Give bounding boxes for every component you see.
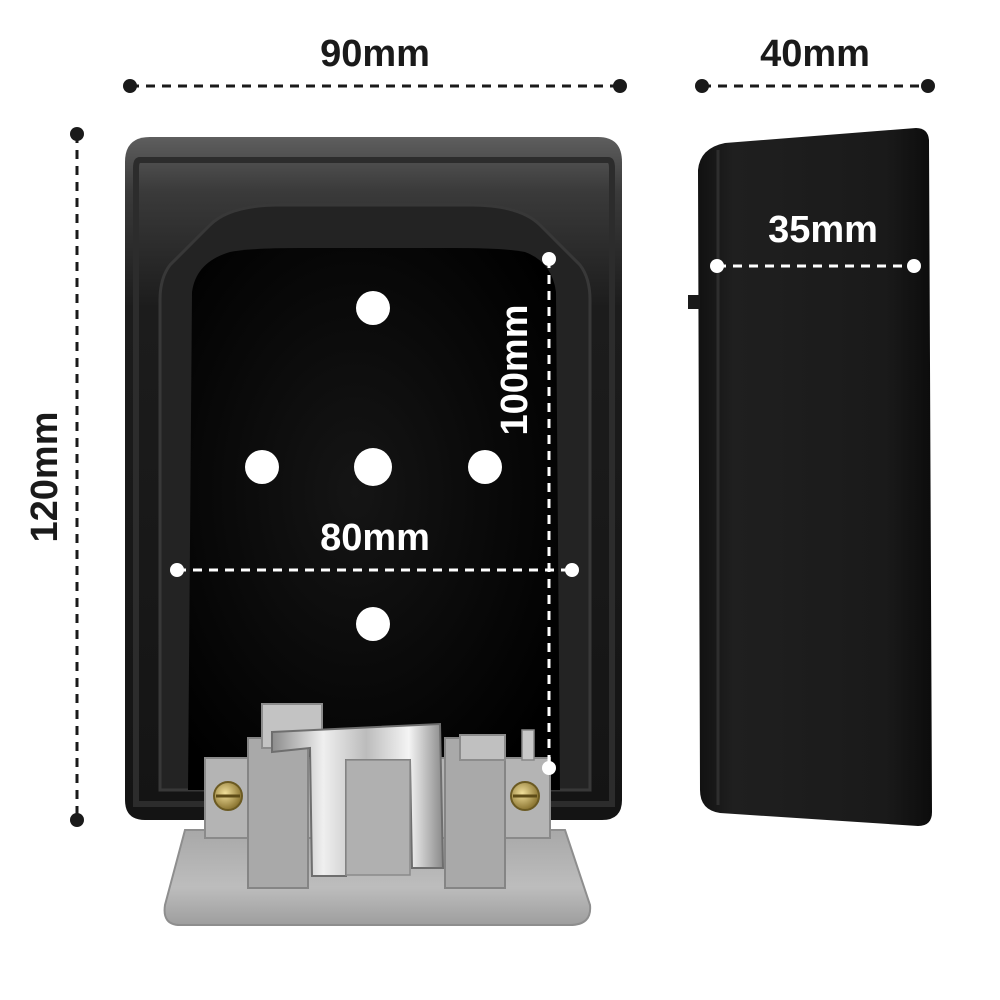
lock-center-post [345, 759, 411, 876]
dimension-endpoint [542, 252, 556, 266]
mounting-hole-right [468, 450, 502, 484]
mounting-hole-top [356, 291, 390, 325]
dimension-35mm: 35mm [710, 209, 921, 273]
dimension-80mm: 80mm [170, 517, 579, 577]
left-screw [213, 781, 243, 811]
dimension-100mm: 100mm [494, 252, 556, 775]
front-view-lock-box [125, 137, 622, 926]
dimension-120mm: 120mm [24, 127, 84, 827]
lock-mechanism [163, 703, 592, 926]
side-shell [698, 128, 932, 826]
dimension-endpoint [613, 79, 627, 93]
dimension-label-120mm: 120mm [24, 412, 66, 543]
right-screw [510, 781, 540, 811]
mounting-hole-bottom [356, 607, 390, 641]
lock-latch-pin [521, 729, 535, 761]
dimension-endpoint [70, 127, 84, 141]
dimension-endpoint [70, 813, 84, 827]
dimension-endpoint [695, 79, 709, 93]
dimension-endpoint [710, 259, 724, 273]
side-hinge-tab [688, 295, 700, 309]
dimension-40mm: 40mm [695, 33, 935, 93]
dimension-label-100mm: 100mm [494, 305, 536, 436]
lock-right-tab [459, 734, 506, 761]
dimension-label-35mm: 35mm [768, 209, 878, 251]
mounting-hole-center [354, 448, 392, 486]
lock-left-housing [247, 737, 309, 889]
dimension-label-80mm: 80mm [320, 517, 430, 559]
dimension-label-90mm: 90mm [320, 33, 430, 75]
dimension-endpoint [542, 761, 556, 775]
dimension-endpoint [921, 79, 935, 93]
front-interior-cavity [188, 248, 560, 790]
dimension-endpoint [123, 79, 137, 93]
dimension-endpoint [170, 563, 184, 577]
mounting-hole-left [245, 450, 279, 484]
dimension-endpoint [565, 563, 579, 577]
dimension-endpoint [907, 259, 921, 273]
front-shell-bevel [133, 157, 615, 807]
dimension-label-40mm: 40mm [760, 33, 870, 75]
dimension-90mm: 90mm [123, 33, 627, 93]
